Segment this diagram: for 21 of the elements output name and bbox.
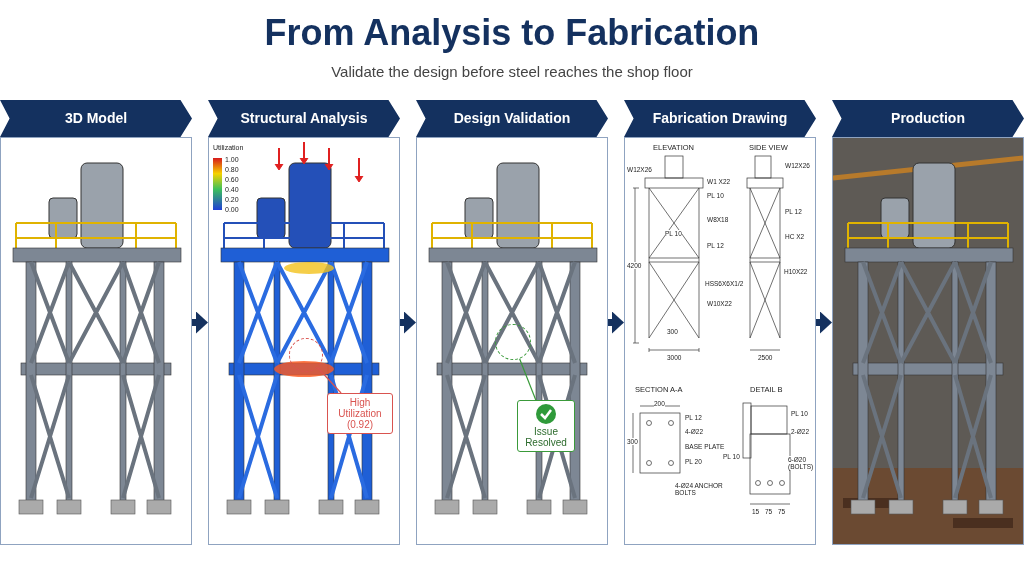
callout-box [327, 393, 393, 434]
stage-header: Fabrication Drawing [624, 100, 816, 137]
arrow [192, 311, 208, 334]
stage-panel [208, 100, 400, 545]
stage-header: Production [832, 100, 1024, 137]
leader-line [519, 358, 537, 401]
leader-line [316, 366, 342, 394]
callout-box [517, 400, 575, 452]
stage-panel [0, 100, 192, 545]
stage-header: Design Validation [416, 100, 608, 137]
stage-header: Structural Analysis [208, 100, 400, 137]
subtitle: Validate the design before steel reaches the shop floor [330, 64, 694, 81]
title: From Analysis to Fabrication [263, 12, 761, 54]
arrow [400, 311, 416, 334]
stage-panel [624, 100, 816, 545]
arrow [816, 311, 832, 334]
stage-header: 3D Model [0, 100, 192, 137]
callout-text: Issue Resolved [524, 426, 568, 448]
stage-panel [416, 100, 608, 545]
arrow [608, 311, 624, 334]
callout-text: High Utilization (0.92) [337, 397, 383, 430]
